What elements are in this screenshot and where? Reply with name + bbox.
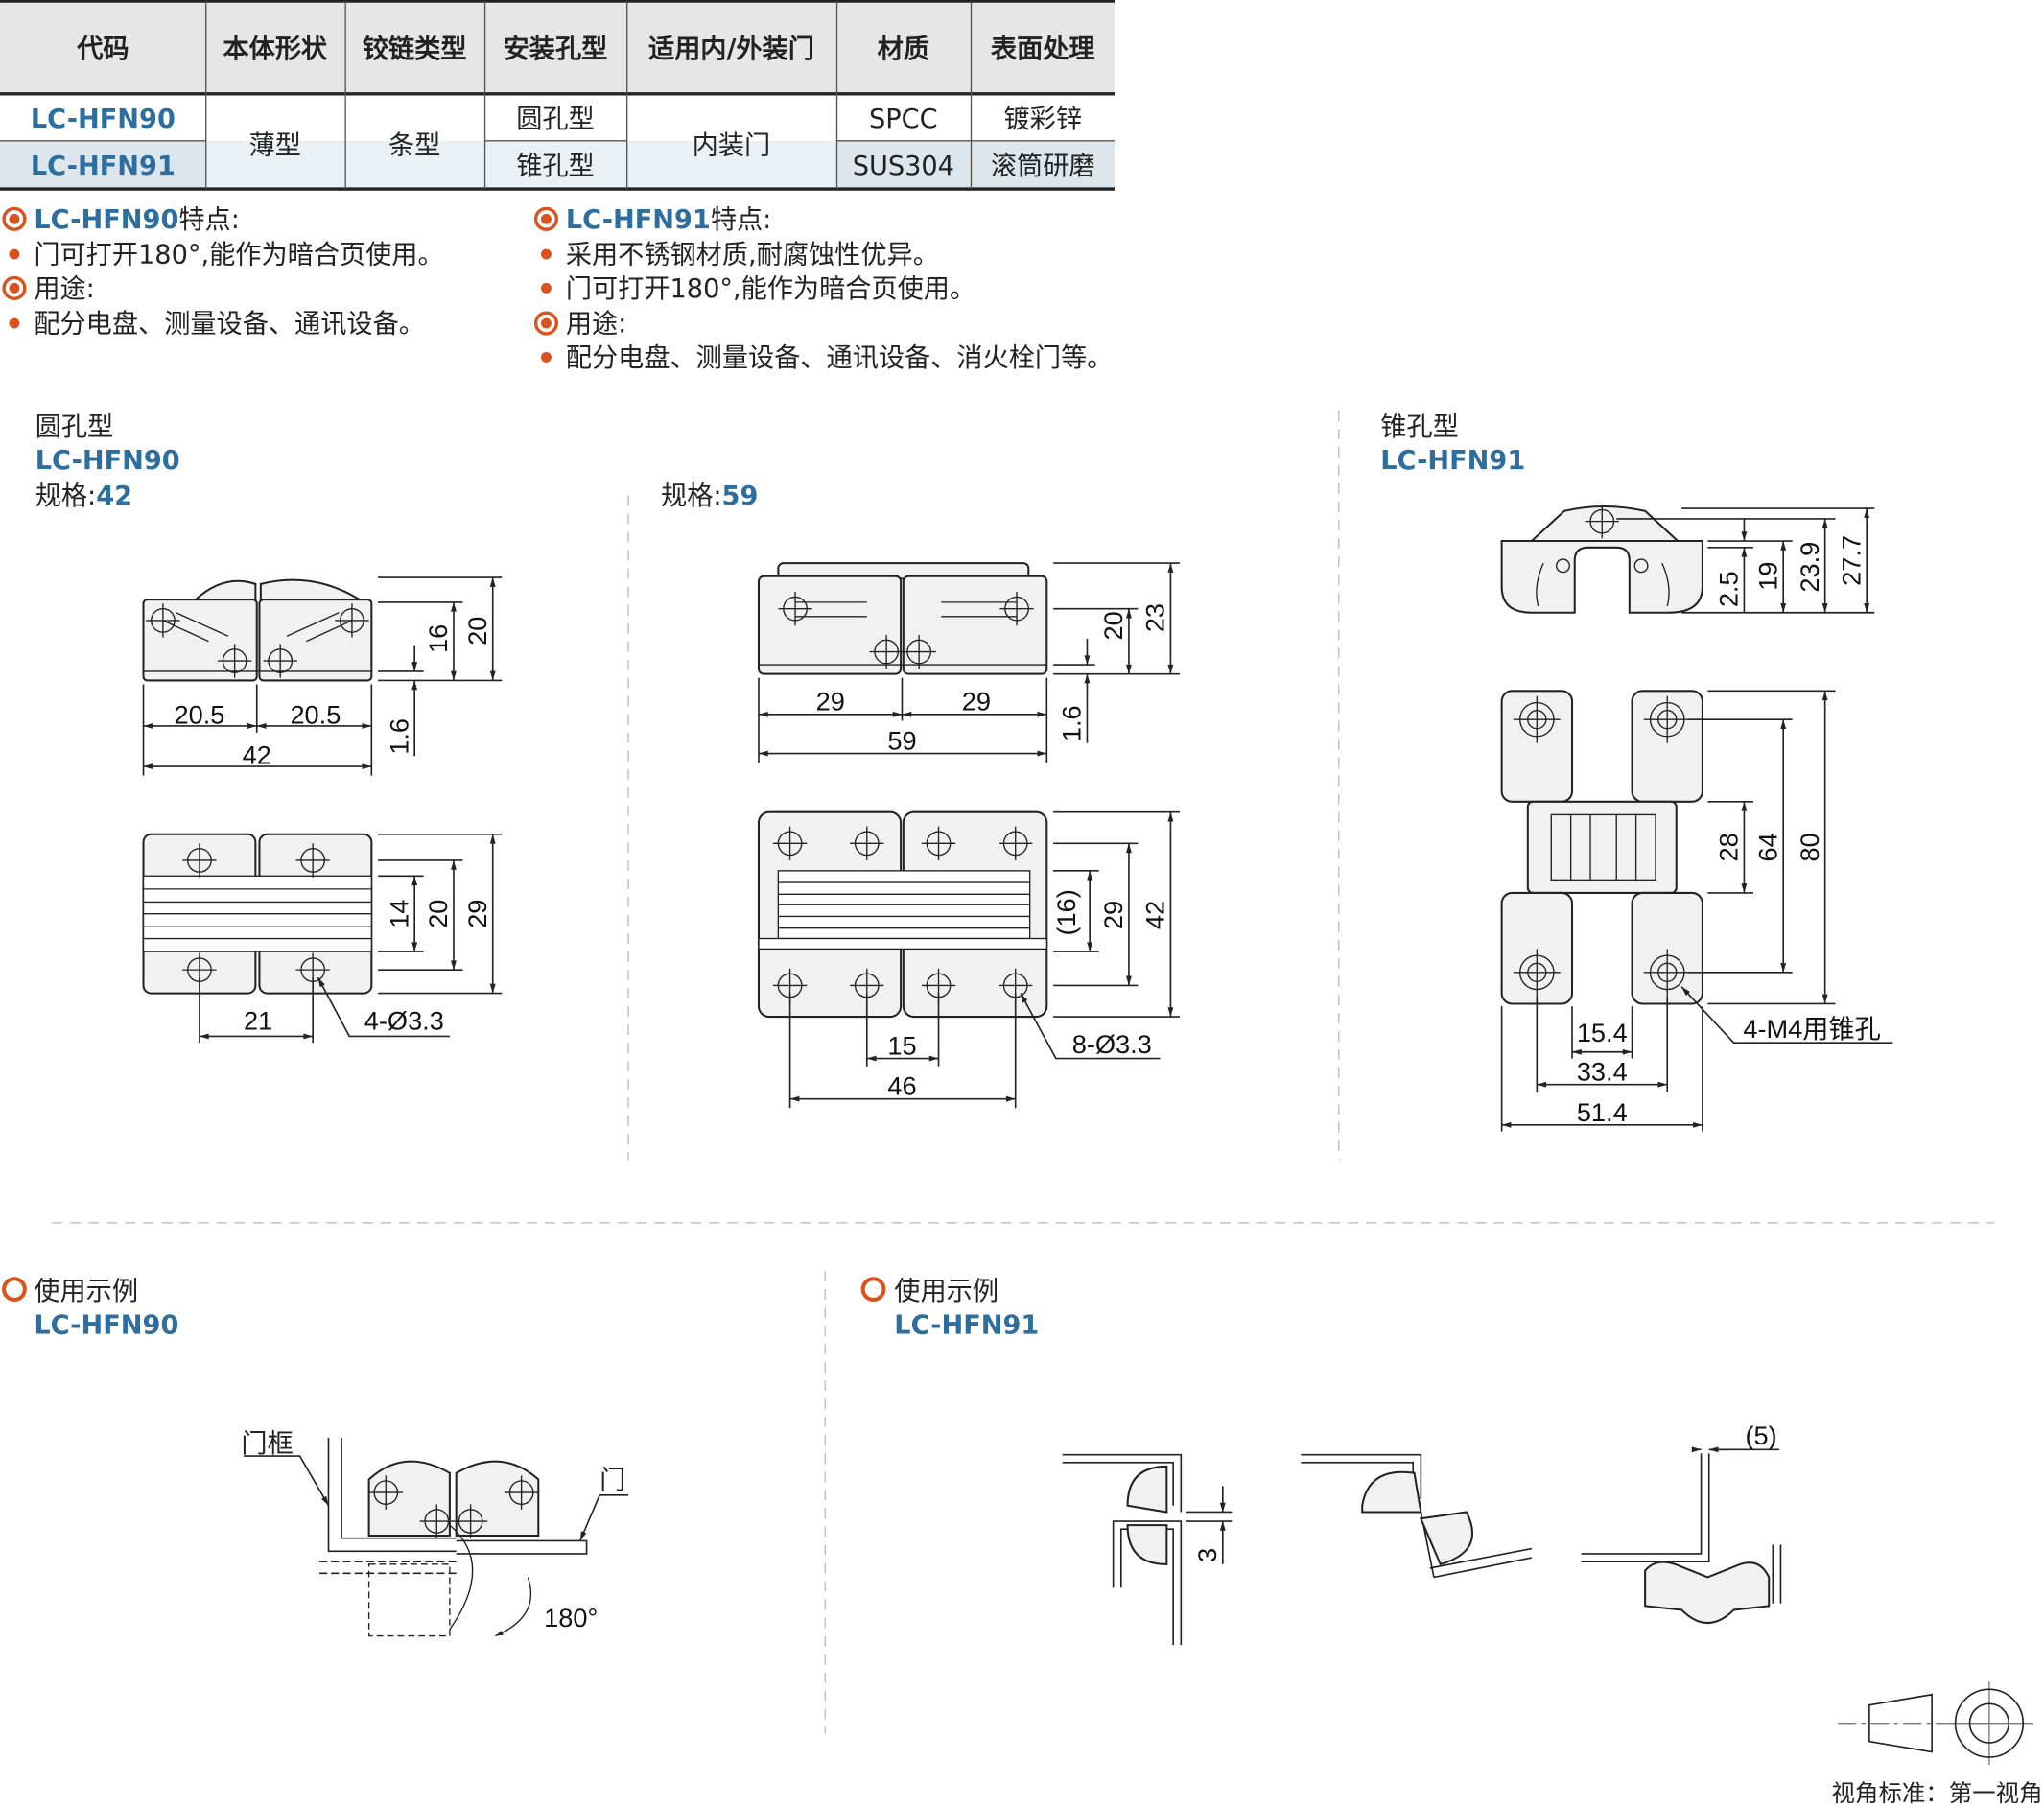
dim-label: 29 xyxy=(816,687,845,716)
dim-label: 20 xyxy=(462,617,492,646)
row1-material: SPCC xyxy=(869,105,938,134)
dim-label: 16 xyxy=(423,624,453,653)
svg-text:规格:42: 规格:42 xyxy=(35,481,132,511)
dim-label: 33.4 xyxy=(1577,1057,1628,1087)
hinge-type-cell: 条型 xyxy=(388,130,440,160)
use-title: 用途: xyxy=(566,310,627,340)
header-code: 代码 xyxy=(76,35,129,64)
row1-code: LC-HFN90 xyxy=(31,105,176,134)
row2-material: SUS304 xyxy=(853,152,954,181)
features-hfn91: LC-HFN91特点: 采用不锈钢材质,耐腐蚀性优异。 门可打开180°,能作为… xyxy=(533,205,1114,373)
dim-label: 8-Ø3.3 xyxy=(1072,1029,1152,1059)
target-icon xyxy=(533,206,559,231)
use-item: 配分电盘、测量设备、通讯设备。 xyxy=(34,310,425,340)
drawing-type: 锥孔型 xyxy=(1380,412,1459,442)
spec-table: 代码 本体形状 铰链类型 安装孔型 适用内/外装门 材质 表面处理 LC-HFN… xyxy=(0,0,1115,191)
dim-label: 51.4 xyxy=(1577,1097,1628,1127)
feature-item: 门可打开180°,能作为暗合页使用。 xyxy=(566,274,975,304)
use-item: 配分电盘、测量设备、通讯设备、消火栓门等。 xyxy=(566,343,1114,373)
usage-label: 门 xyxy=(599,1466,625,1495)
dim-label: 46 xyxy=(887,1071,916,1101)
view-standard-label: 视角标准：第一视角 xyxy=(1831,1779,2042,1807)
target-icon xyxy=(533,311,559,336)
dim-label: 15.4 xyxy=(1577,1018,1628,1047)
dim-label: 29 xyxy=(1098,901,1128,929)
door-cell: 内装门 xyxy=(693,130,771,160)
usage-hfn90: 使用示例 LC-HFN90 门框 门 180° xyxy=(2,1277,629,1637)
svg-text:LC-HFN90特点:: LC-HFN90特点: xyxy=(34,205,240,235)
dim-label: 1.6 xyxy=(384,718,413,755)
header-hinge-type: 铰链类型 xyxy=(363,34,467,64)
bullet-icon xyxy=(9,317,20,329)
usage-label: (5) xyxy=(1745,1421,1776,1450)
row1-hole: 圆孔型 xyxy=(516,105,595,134)
usage-label: 180° xyxy=(544,1603,598,1632)
dim-label: 20 xyxy=(423,900,453,928)
dim-label: 15 xyxy=(887,1030,916,1060)
use-title: 用途: xyxy=(34,274,94,304)
dim-label: 59 xyxy=(887,725,916,755)
dim-label: 20.5 xyxy=(174,699,224,729)
drawing-cone-hfn91: 锥孔型 LC-HFN91 2.5 19 23.9 27.7 xyxy=(1380,412,1893,1132)
usage-code: LC-HFN91 xyxy=(894,1310,1039,1340)
view-standard-symbol: 视角标准：第一视角 xyxy=(1831,1681,2043,1807)
ring-icon xyxy=(860,1277,886,1303)
target-icon xyxy=(2,206,27,231)
drawing-round-42: 圆孔型 LC-HFN90 规格:42 20.5 20.5 42 16 20 1.… xyxy=(35,412,503,1044)
header-shape: 本体形状 xyxy=(223,35,328,64)
ring-icon xyxy=(2,1277,27,1303)
target-icon xyxy=(2,275,27,300)
dim-label: 20 xyxy=(1098,611,1128,640)
dim-label: 42 xyxy=(243,740,271,769)
dim-label: 1.6 xyxy=(1057,705,1087,741)
dim-label: 28 xyxy=(1714,833,1744,861)
dim-label: 23 xyxy=(1140,603,1170,632)
feature-item: 采用不锈钢材质,耐腐蚀性优异。 xyxy=(566,241,939,270)
row1-surface: 镀彩锌 xyxy=(1003,105,1082,134)
row2-surface: 滚筒研磨 xyxy=(991,152,1095,181)
dim-label: 80 xyxy=(1795,833,1824,861)
header-material: 材质 xyxy=(878,35,929,64)
header-surface: 表面处理 xyxy=(991,35,1095,64)
drawing-type: 圆孔型 xyxy=(35,412,114,442)
feature-item: 门可打开180°,能作为暗合页使用。 xyxy=(34,241,443,270)
usage-hfn91: 使用示例 LC-HFN91 3 (5) xyxy=(860,1277,1782,1646)
svg-text:规格:59: 规格:59 xyxy=(661,481,758,511)
bullet-icon xyxy=(9,248,20,260)
header-hole-type: 安装孔型 xyxy=(504,35,608,64)
dim-label: 4-M4用锥孔 xyxy=(1743,1014,1880,1044)
dim-label: 14 xyxy=(384,900,413,928)
drawing-spec-59: 规格:59 29 29 59 20 23 1.6 xyxy=(661,481,1180,1109)
usage-label: 3 xyxy=(1192,1548,1222,1562)
dim-label: 20.5 xyxy=(290,699,341,729)
row2-code: LC-HFN91 xyxy=(31,152,176,181)
features-hfn90: LC-HFN90特点: 门可打开180°,能作为暗合页使用。 用途: 配分电盘、… xyxy=(2,205,444,340)
bullet-icon xyxy=(541,351,552,363)
header-door: 适用内/外装门 xyxy=(648,35,814,64)
bullet-icon xyxy=(541,282,552,294)
dim-label: 29 xyxy=(962,687,991,716)
dim-label: 27.7 xyxy=(1836,535,1866,586)
dim-label: 21 xyxy=(244,1006,272,1036)
usage-title: 使用示例 xyxy=(34,1277,138,1306)
drawing-code: LC-HFN90 xyxy=(35,446,180,476)
dim-label: 2.5 xyxy=(1714,571,1744,607)
shape-cell: 薄型 xyxy=(249,130,301,160)
dim-label: 23.9 xyxy=(1795,542,1824,593)
dim-label: (16) xyxy=(1051,889,1081,935)
dim-label: 4-Ø3.3 xyxy=(364,1006,444,1036)
row2-hole: 锥孔型 xyxy=(516,152,595,181)
usage-label: 门框 xyxy=(241,1429,293,1459)
dim-label: 19 xyxy=(1752,562,1782,591)
dim-label: 64 xyxy=(1752,833,1782,861)
bullet-icon xyxy=(541,248,552,260)
usage-code: LC-HFN90 xyxy=(34,1310,178,1340)
svg-text:LC-HFN91特点:: LC-HFN91特点: xyxy=(566,205,772,235)
dim-label: 42 xyxy=(1140,901,1170,929)
dim-label: 29 xyxy=(462,900,492,928)
usage-title: 使用示例 xyxy=(894,1277,999,1306)
drawing-code: LC-HFN91 xyxy=(1380,446,1525,476)
